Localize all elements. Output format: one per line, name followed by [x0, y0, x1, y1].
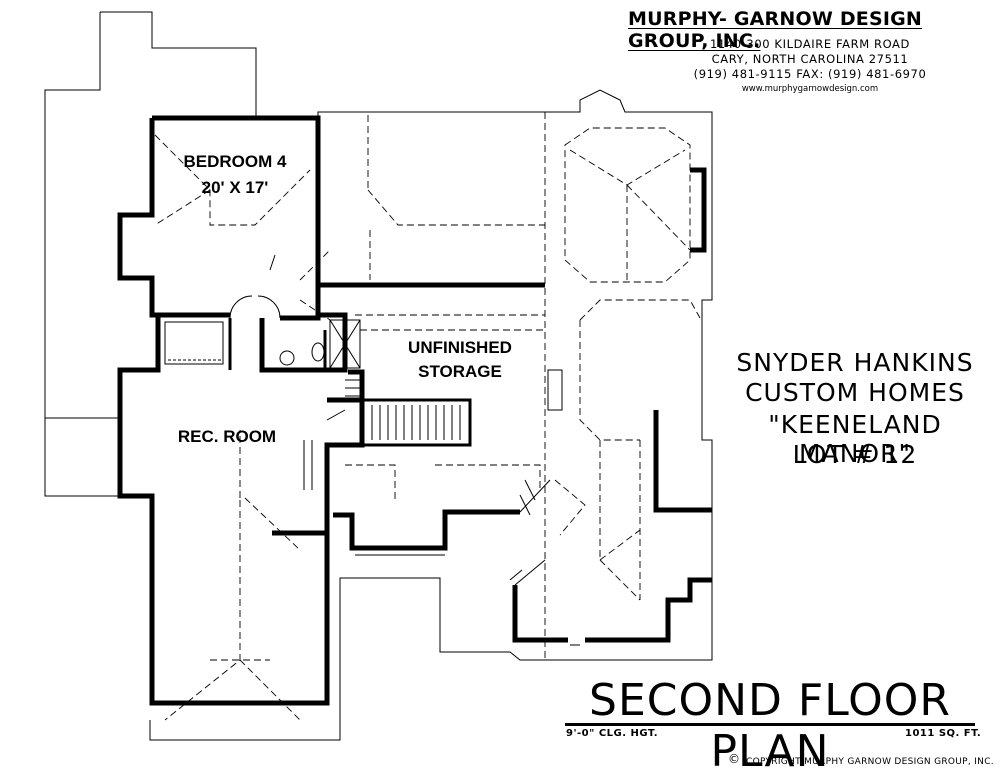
square-footage: 1011 SQ. FT.	[905, 728, 982, 739]
builder-line2: CUSTOM HOMES	[745, 378, 965, 407]
lot-number: LOT # 12	[792, 440, 918, 469]
project-name: "KEENELAND MANOR"	[768, 410, 942, 468]
firm-website: www.murphygarnowdesign.com	[741, 84, 879, 94]
firm-address-line1: 1140-300 KILDAIRE FARM ROAD	[710, 37, 910, 51]
room-label-storage-line1: UNFINISHED	[408, 338, 512, 357]
exterior-walls	[117, 115, 712, 706]
roof-hip-lines	[154, 112, 701, 721]
interior-walls	[228, 318, 472, 447]
room-label-bedroom4: BEDROOM 4	[183, 152, 287, 171]
copyright-symbol: ©	[728, 752, 740, 766]
builder-line1: SNYDER HANKINS	[736, 348, 974, 377]
firm-name: MURPHY- GARNOW DESIGN GROUP, INC.	[628, 8, 923, 52]
firm-address-line2: CARY, NORTH CAROLINA 27511	[711, 52, 909, 66]
ceiling-height: 9'-0" CLG. HGT.	[566, 728, 659, 739]
room-size-bedroom4: 20' X 17'	[201, 178, 269, 197]
plan-title-underline	[565, 723, 975, 726]
firm-phone: (919) 481-9115 FAX: (919) 481-6970	[693, 67, 927, 81]
room-label-rec-room: REC. ROOM	[177, 427, 277, 446]
plan-title: SECOND FLOOR PLAN	[589, 675, 951, 777]
plan-details	[117, 225, 580, 646]
room-label-storage-line2: STORAGE	[418, 362, 502, 381]
copyright-text: COPYRIGHT MURPHY GARNOW DESIGN GROUP, IN…	[746, 757, 994, 767]
